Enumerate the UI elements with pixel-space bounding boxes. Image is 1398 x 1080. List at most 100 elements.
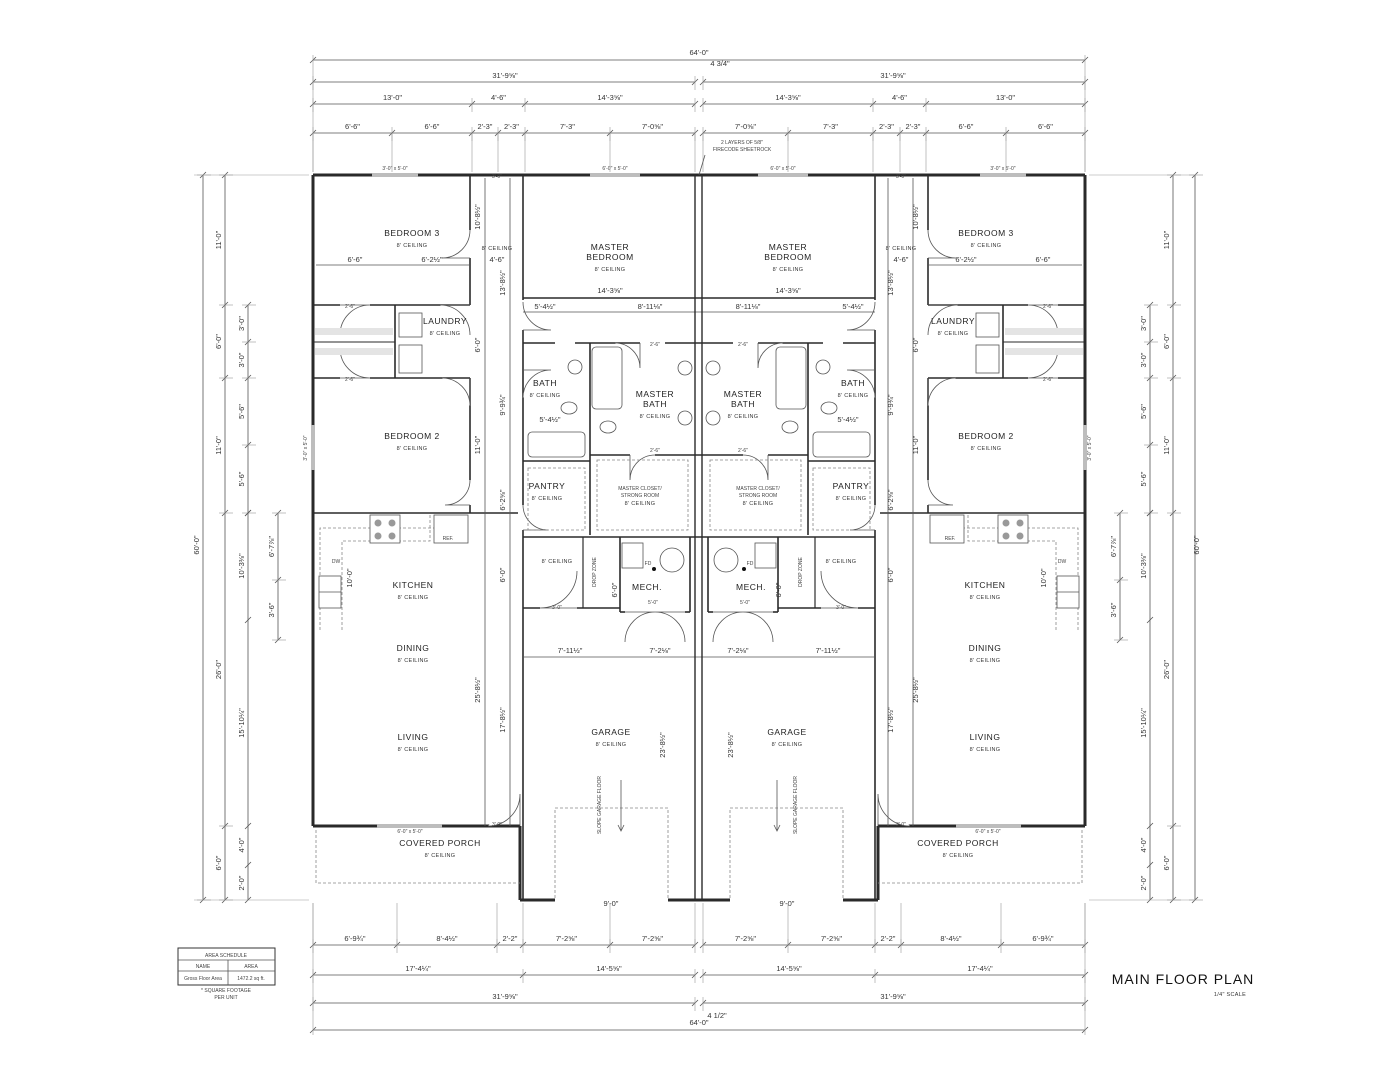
unit-left bbox=[311, 173, 699, 902]
door-swing bbox=[441, 229, 471, 259]
dimension-text: 4'-0" bbox=[237, 837, 246, 852]
room-name: LIVING bbox=[970, 732, 1001, 742]
window-size-label: 3'-0" x 5'-0" bbox=[990, 166, 1015, 172]
interior-dimension: 8'-11⅛" bbox=[638, 302, 663, 311]
dimension-tick bbox=[1146, 616, 1154, 624]
furnace-icon bbox=[659, 547, 685, 573]
room-name: KITCHEN bbox=[965, 580, 1006, 590]
pantry-shelving bbox=[527, 467, 586, 531]
washer-icon bbox=[975, 312, 1000, 338]
door-swing bbox=[877, 793, 911, 827]
room-ceiling: 8' CEILING bbox=[482, 246, 513, 252]
sink-icon bbox=[677, 410, 693, 426]
interior-dimension: 7'-2⅛" bbox=[727, 646, 749, 655]
dimension-text: 6'-6" bbox=[959, 122, 974, 131]
floor-drain-label: FD bbox=[747, 561, 754, 567]
dimension-text: 6'-0" bbox=[1162, 334, 1171, 349]
dimension-text: 3'-0" bbox=[1139, 352, 1148, 367]
bathtub-icon bbox=[775, 346, 807, 410]
dimension-text: 6'-0" bbox=[214, 855, 223, 870]
door-swing bbox=[439, 304, 471, 336]
room-ceiling: 8' CEILING bbox=[773, 267, 804, 273]
area-schedule-header: AREA bbox=[244, 964, 258, 970]
slope-arrow-head bbox=[773, 824, 781, 832]
dimension-text: 3'-0" bbox=[237, 352, 246, 367]
sink-icon bbox=[705, 360, 721, 376]
dimension-text: 15'-10¼" bbox=[1139, 708, 1148, 738]
room-name: BATH bbox=[643, 399, 667, 409]
door-swing bbox=[624, 611, 656, 643]
kitchen-counter bbox=[938, 527, 1079, 630]
interior-dimension: 6'-0" bbox=[774, 582, 783, 597]
room-name: BATH bbox=[731, 399, 755, 409]
dimension-text: 31'-9⅝" bbox=[880, 71, 906, 80]
room-name: BEDROOM 2 bbox=[384, 431, 440, 441]
door-swing bbox=[927, 479, 954, 506]
interior-dimension: 9'-9¾" bbox=[886, 394, 895, 416]
slope-garage-floor-label: SLOPE GARAGE FLOOR bbox=[597, 776, 603, 834]
room-ceiling: 8' CEILING bbox=[826, 559, 857, 565]
room-ceiling: 8' CEILING bbox=[886, 246, 917, 252]
room-name: COVERED PORCH bbox=[399, 838, 481, 848]
door-swing bbox=[846, 301, 876, 331]
burner bbox=[374, 532, 382, 540]
dimension-text: 11'-0" bbox=[214, 436, 223, 455]
dimension-text: 13'-0" bbox=[996, 93, 1015, 102]
dimension-tick bbox=[244, 861, 252, 869]
refrigerator-icon bbox=[929, 514, 965, 544]
toilet-icon bbox=[781, 420, 799, 434]
door-swing bbox=[654, 611, 686, 643]
room-name: LAUNDRY bbox=[931, 316, 975, 326]
closet-shelf bbox=[1005, 328, 1083, 335]
burner bbox=[1016, 519, 1024, 527]
room-ceiling: 8' CEILING bbox=[970, 595, 1001, 601]
burner bbox=[388, 532, 396, 540]
interior-dimension: 5'-4½" bbox=[837, 415, 859, 424]
party-wall-dimension: 4 3/4" bbox=[710, 59, 730, 68]
burner bbox=[388, 519, 396, 527]
dimension-tick bbox=[244, 509, 252, 517]
room-ceiling: 8' CEILING bbox=[425, 853, 456, 859]
dimension-text: 5'-6" bbox=[237, 404, 246, 419]
floor-drain-icon bbox=[742, 567, 746, 571]
window-size-label: 3'-0" x 5'-0" bbox=[303, 435, 309, 460]
room-ceiling: 8' CEILING bbox=[596, 742, 627, 748]
dimension-text: 7'-2⅝" bbox=[821, 934, 843, 943]
bathtub-icon bbox=[527, 431, 586, 458]
room-ceiling: 8' CEILING bbox=[728, 414, 759, 420]
room-ceiling: 8' CEILING bbox=[398, 658, 429, 664]
door-swing bbox=[444, 479, 471, 506]
dimension-text: 11'-0" bbox=[214, 230, 223, 249]
door-size-label: 6'-0" x 5'-0" bbox=[397, 829, 422, 835]
dimension-text: 2'-2" bbox=[881, 934, 896, 943]
interior-dimension: 3'-0" bbox=[896, 174, 906, 180]
closet-shelf bbox=[315, 328, 393, 335]
dimension-text: 3'-6" bbox=[267, 602, 276, 617]
dimension-text: 14'-3⅝" bbox=[597, 93, 623, 102]
interior-dimension: 6'-6" bbox=[1036, 255, 1051, 264]
dimension-text: 14'-5⅝" bbox=[596, 964, 622, 973]
dimension-text: 7'-3" bbox=[823, 122, 838, 131]
room-name: STRONG ROOM bbox=[621, 493, 659, 499]
dimension-text: 2'-3" bbox=[906, 122, 921, 131]
drop-zone-label: DROP ZONE bbox=[798, 557, 804, 587]
interior-dimension: 2'-6" bbox=[738, 448, 748, 454]
dimension-text: 17'-4¼" bbox=[967, 964, 993, 973]
room-ceiling: 8' CEILING bbox=[397, 243, 428, 249]
room-name: MASTER CLOSET/ bbox=[736, 486, 780, 492]
interior-dimension: 6'-2⅝" bbox=[886, 489, 895, 511]
door-swing bbox=[846, 369, 876, 399]
dimension-text: 10'-3⅜" bbox=[237, 553, 246, 579]
toilet-icon bbox=[599, 420, 617, 434]
door-swing bbox=[927, 377, 957, 407]
refrigerator-label: REF. bbox=[443, 536, 454, 542]
drawing-scale: 1/4" SCALE bbox=[1214, 992, 1246, 998]
room-ceiling: 8' CEILING bbox=[772, 742, 803, 748]
dimension-text: 11'-0" bbox=[1162, 436, 1171, 455]
dimension-text: 2'-3" bbox=[879, 122, 894, 131]
closet-shelf bbox=[315, 348, 393, 355]
overall-width-dimension: 64'-0" bbox=[689, 48, 708, 57]
interior-dimension: 10'-8½" bbox=[473, 204, 482, 230]
dimension-text: 5'-6" bbox=[237, 471, 246, 486]
